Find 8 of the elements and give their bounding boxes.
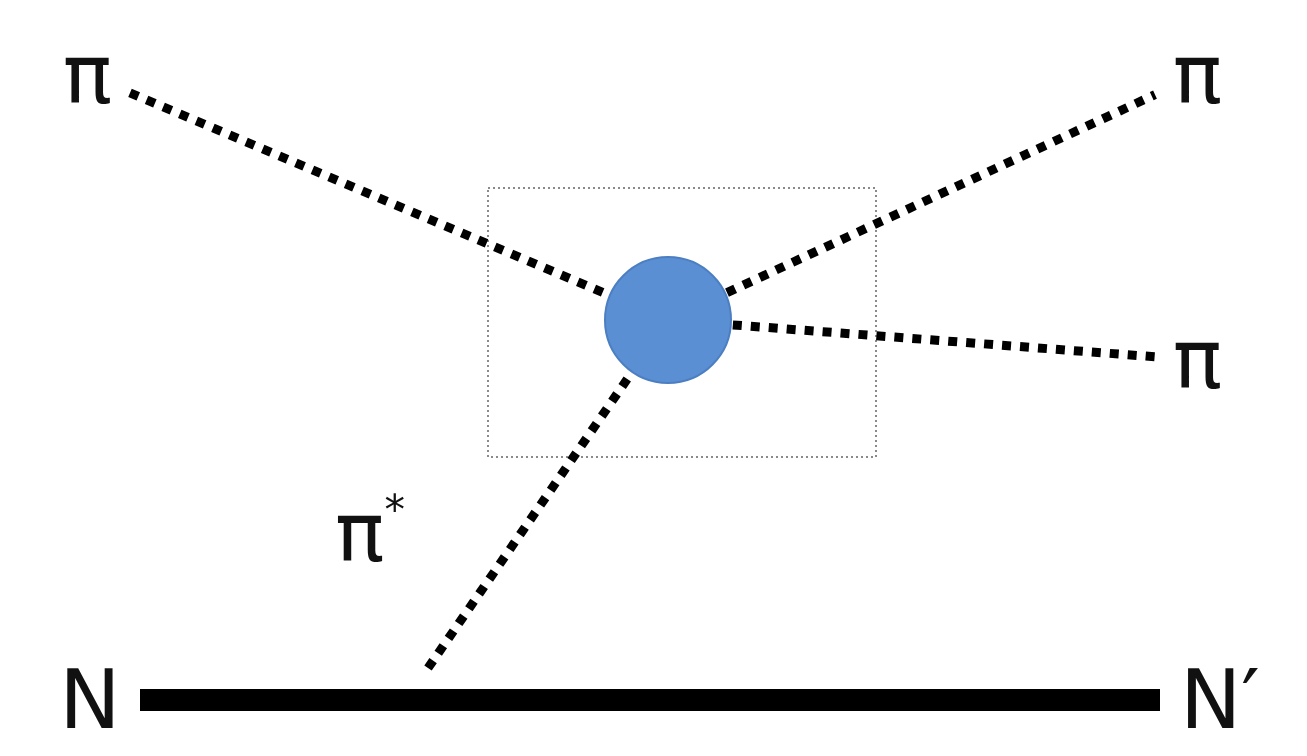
dotted-line [732, 320, 1156, 362]
particle-label: π [62, 34, 113, 116]
dotted-line [725, 90, 1157, 297]
thick-line [140, 689, 1160, 711]
particle-label: N′ [1180, 659, 1260, 741]
particle-label: N [59, 659, 121, 741]
particle-label: π [1172, 319, 1223, 401]
particle-label: π [1172, 34, 1223, 116]
